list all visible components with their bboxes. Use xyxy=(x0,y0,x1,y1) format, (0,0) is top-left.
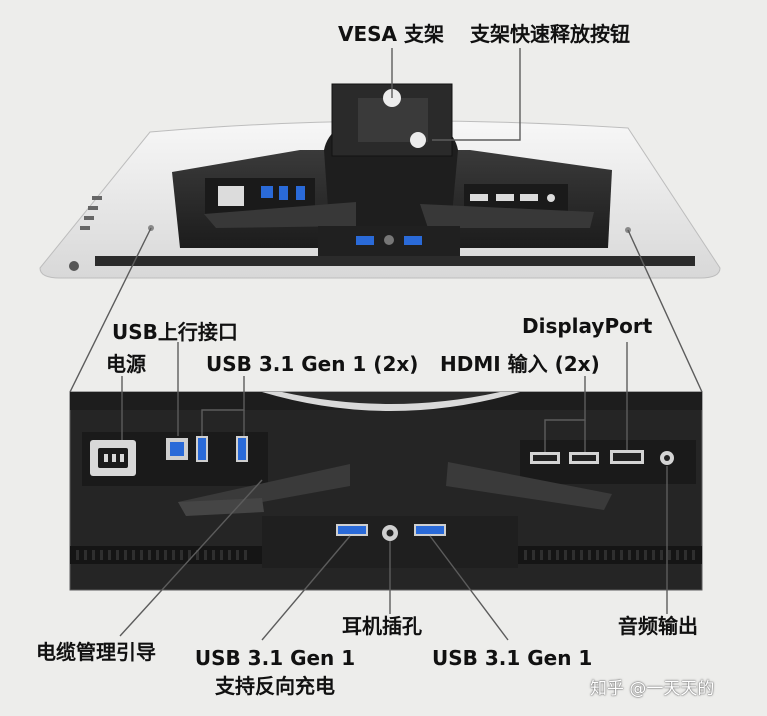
usb-upstream-label: USB上行接口 xyxy=(112,320,238,344)
zoom-guide-lines xyxy=(69,227,703,393)
cable-management-label: 电缆管理引导 xyxy=(36,640,156,664)
displayport-label: DisplayPort xyxy=(522,314,653,338)
watermark: 知乎 @一天天的 xyxy=(590,679,715,699)
usb-gen1-label: USB 3.1 Gen 1 xyxy=(432,646,593,670)
callout-lines xyxy=(119,48,668,641)
usb-gen1-2x-label: USB 3.1 Gen 1 (2x) xyxy=(206,352,419,376)
vesa-release-button-label: 支架快速释放按钮 xyxy=(470,22,630,46)
usb-charging-label-line1: USB 3.1 Gen 1 xyxy=(194,646,356,670)
hdmi-2x-label: HDMI 输入 (2x) xyxy=(440,352,600,376)
power-label: 电源 xyxy=(106,352,146,376)
audio-out-label: 音频输出 xyxy=(618,614,698,638)
monitor-overview xyxy=(39,83,721,279)
io-panel-detail xyxy=(69,391,703,591)
usb-charging-label-line2: 支持反向充电 xyxy=(215,674,335,698)
headphone-jack-label: 耳机插孔 xyxy=(342,614,422,638)
vesa-mount-label: VESA 支架 xyxy=(338,22,444,46)
